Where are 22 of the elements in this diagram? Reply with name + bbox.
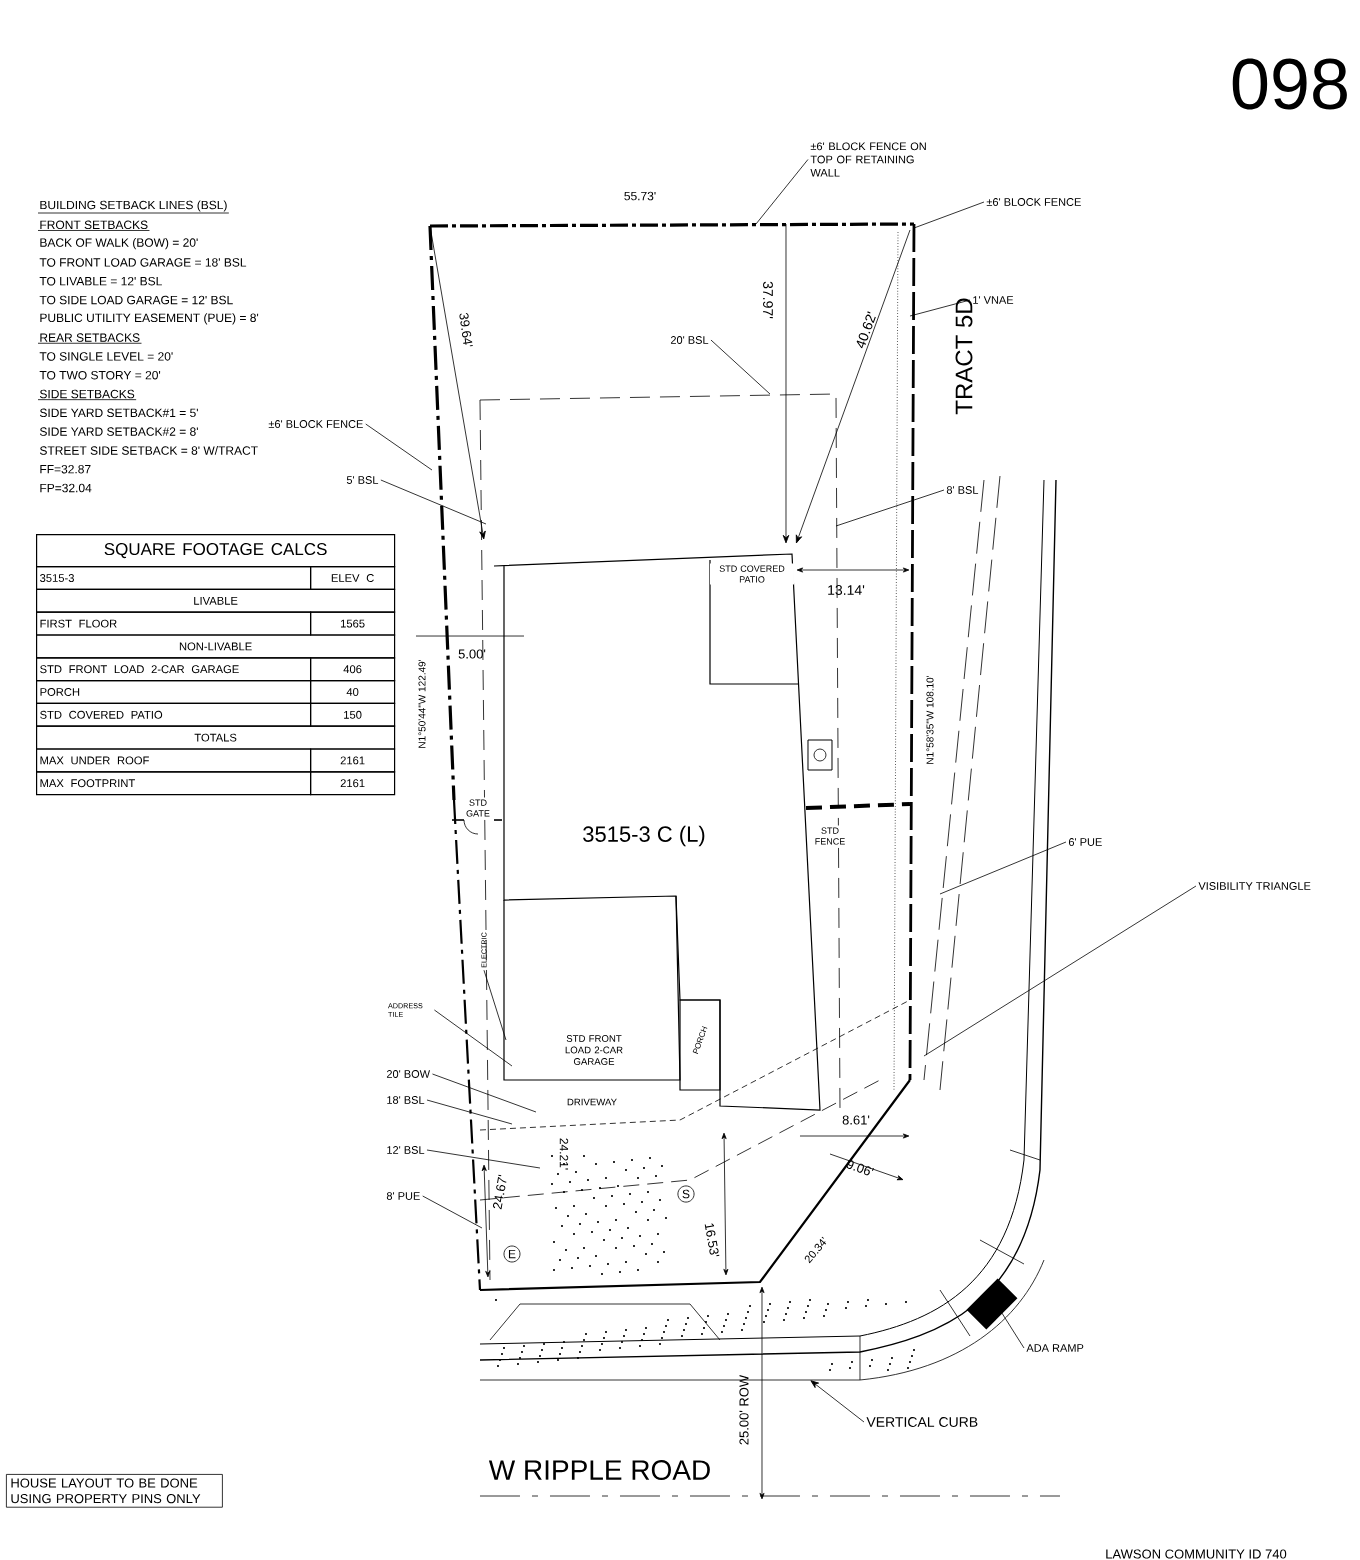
- lot-label: 3515-3 C (L): [583, 825, 705, 847]
- leader-line: [835, 489, 945, 527]
- area-label: TRACT 5D: [955, 298, 973, 415]
- leader-line: [710, 339, 771, 395]
- leader-line: [939, 841, 1067, 895]
- leader-line: [999, 1309, 1025, 1349]
- leader-line: [432, 1073, 537, 1113]
- leader-line: [380, 479, 487, 525]
- leader-line: [810, 1380, 865, 1423]
- leader-line: [913, 201, 985, 229]
- leader-line: [923, 885, 1197, 1057]
- leader-line: [434, 1009, 513, 1067]
- leader-line: [422, 1195, 483, 1229]
- leader-line: [426, 1149, 541, 1169]
- leader-line: [365, 423, 433, 471]
- leader-line: [483, 969, 507, 1041]
- sheet-number: 098: [1232, 58, 1347, 110]
- leader-line: [426, 1099, 513, 1125]
- leader-line: [755, 159, 809, 225]
- table-cell: SQUARE FOOTAGE CALCS: [36, 534, 396, 568]
- street-name: W RIPPLE ROAD: [488, 1460, 710, 1480]
- leader-line: [909, 299, 971, 317]
